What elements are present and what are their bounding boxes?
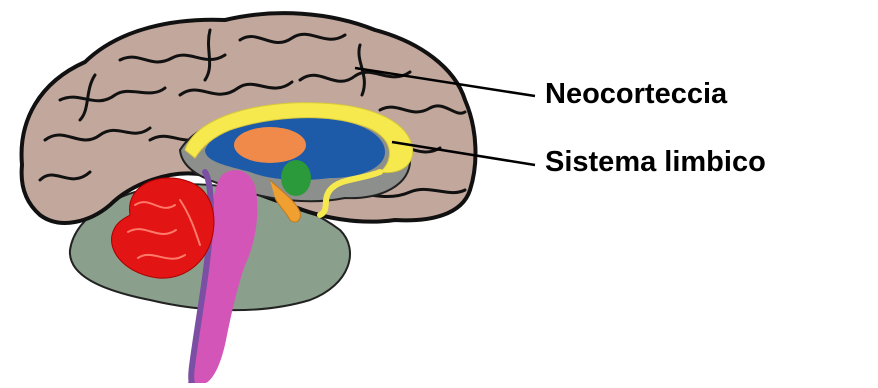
amygdala [281,160,311,196]
limbic-system-label: Sistema limbico [545,148,766,177]
neocortex-label: Neocorteccia [545,80,727,109]
thalamus [234,127,306,163]
